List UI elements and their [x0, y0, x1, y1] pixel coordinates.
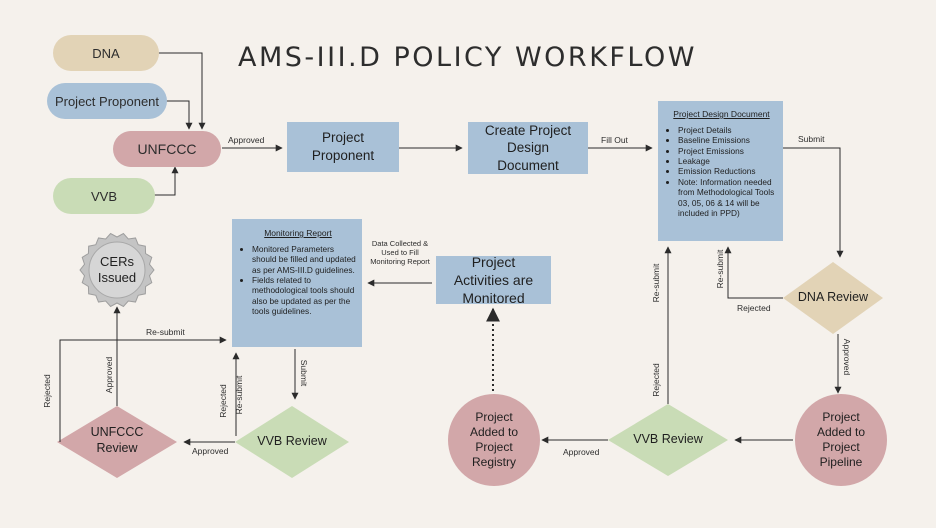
- project-registry-circle: Project Added to Project Registry: [448, 394, 540, 486]
- page-title: AMS-III.D POLICY WORKFLOW: [238, 42, 697, 73]
- label-resubmit-vvb-right: Re-submit: [651, 263, 661, 303]
- label-approved-dna: Approved: [842, 338, 852, 376]
- label-rejected-unfccc: Rejected: [42, 374, 52, 408]
- label-rejected-dna: Rejected: [737, 303, 771, 313]
- edge-unfccc-resubmit: [59, 336, 227, 442]
- vvb-review-right-diamond: [608, 404, 728, 476]
- dna-review-diamond: [783, 262, 883, 334]
- monitoring-title: Monitoring Report: [264, 228, 332, 238]
- label-resubmit-unfccc: Re-submit: [146, 327, 185, 337]
- pdd-title: Project Design Document: [673, 109, 770, 119]
- pdd-item: Baseline Emissions: [678, 135, 777, 145]
- monitoring-list: Monitored Parameters should be filled an…: [240, 244, 356, 317]
- pdd-item: Note: Information needed from Methodolog…: [678, 177, 777, 218]
- label-data-collected: Data Collected & Used to Fill Monitoring…: [370, 239, 430, 266]
- label-rejected-vvb-right: Rejected: [651, 363, 661, 397]
- vvb-review-left-label: VVB Review: [257, 434, 327, 448]
- pdd-item: Project Details: [678, 125, 777, 135]
- project-pipeline-circle: Project Added to Project Pipeline: [795, 394, 887, 486]
- label-approved-unfccc: Approved: [228, 135, 265, 145]
- label-approved-unfccc-review: Approved: [104, 356, 114, 394]
- cers-issued-label: CERs Issued: [97, 254, 137, 286]
- edge-vvb-unfccc: [154, 166, 179, 196]
- dna-pill: DNA: [53, 35, 159, 71]
- vvb-review-left-diamond: [235, 406, 349, 478]
- edge-dna-unfccc: [158, 52, 206, 130]
- pdd-list: Project Details Baseline Emissions Proje…: [666, 125, 777, 218]
- dna-review-label: DNA Review: [797, 290, 869, 304]
- label-approved-registry: Approved: [563, 447, 600, 457]
- label-rejected-vvb-left: Rejected: [218, 384, 228, 418]
- unfccc-review-diamond: [57, 406, 177, 478]
- project-proponent-box: Project Proponent: [287, 122, 399, 172]
- pdd-item: Emission Reductions: [678, 166, 777, 176]
- unfccc-pill: UNFCCC: [113, 131, 221, 167]
- pdd-item: Project Emissions: [678, 146, 777, 156]
- monitoring-item: Monitored Parameters should be filled an…: [252, 244, 356, 275]
- create-pdd-box: Create Project Design Document: [468, 122, 588, 174]
- edge-pp-unfccc: [165, 100, 193, 130]
- label-resubmit-vvb-left: Re-submit: [234, 375, 244, 415]
- label-fill-out: Fill Out: [601, 135, 628, 145]
- edge-pdd-dna: [783, 147, 844, 258]
- project-activities-box: Project Activities are Monitored: [436, 254, 551, 306]
- pdd-box: Project Design Document Project Details …: [658, 101, 783, 241]
- vvb-pill: VVB: [53, 178, 155, 214]
- label-submit-monitoring: Submit: [299, 359, 309, 387]
- label-approved-vvb-left: Approved: [192, 446, 229, 456]
- cers-seal-shape: [79, 232, 155, 308]
- pdd-item: Leakage: [678, 156, 777, 166]
- vvb-review-right-label: VVB Review: [633, 432, 703, 446]
- label-submit-pdd: Submit: [798, 134, 825, 144]
- unfccc-review-label: UNFCCC Review: [90, 425, 144, 455]
- edge-dna-resubmit: [724, 246, 783, 299]
- label-resubmit-pdd-dna: Re-submit: [715, 249, 725, 289]
- monitoring-report-box: Monitoring Report Monitored Parameters s…: [232, 219, 362, 347]
- project-proponent-pill: Project Proponent: [47, 83, 167, 119]
- monitoring-item: Fields related to methodological tools s…: [252, 275, 356, 316]
